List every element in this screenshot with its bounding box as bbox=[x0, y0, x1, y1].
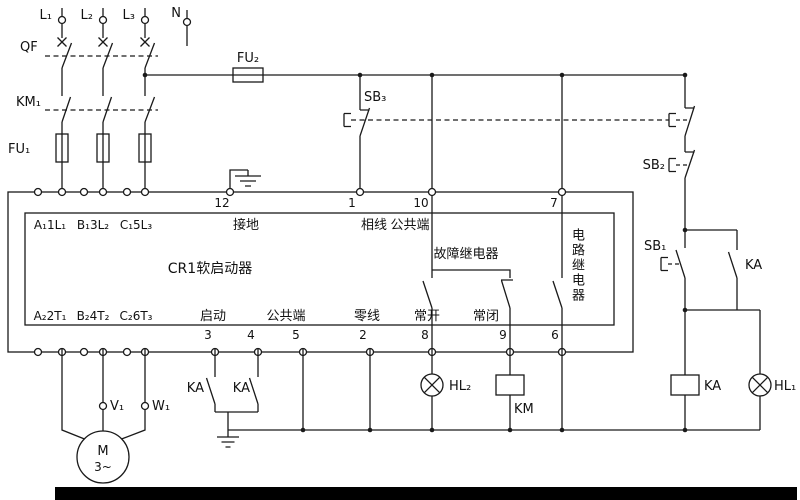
label-normally-open: 常开 bbox=[414, 309, 440, 324]
terminal-num-1: 1 bbox=[348, 196, 356, 210]
terminal-label-b1: B₁3L₂ bbox=[77, 218, 109, 232]
km1-contactor bbox=[45, 96, 158, 189]
hl2-lamp bbox=[420, 348, 444, 430]
qf-breaker bbox=[45, 37, 158, 96]
label-common-bottom: 公共端 bbox=[266, 309, 305, 324]
bottom-bar bbox=[55, 487, 797, 500]
label-v1: V₁ bbox=[110, 399, 124, 414]
label-phase: 相线 bbox=[361, 218, 387, 233]
earth-symbol-top bbox=[229, 169, 261, 189]
ka-start-contacts bbox=[205, 348, 259, 430]
terminal-num-4: 4 bbox=[247, 328, 255, 342]
top-terminal-circles bbox=[33, 187, 567, 197]
terminal-num-9: 9 bbox=[499, 328, 507, 342]
label-fu2: FU₂ bbox=[237, 51, 259, 66]
terminal-label-c1: C₁5L₃ bbox=[120, 218, 153, 232]
label-hl1: HL₁ bbox=[774, 379, 796, 394]
fu1-fuses bbox=[55, 133, 152, 163]
label-l3: L₃ bbox=[123, 8, 135, 23]
pushbutton-actuators bbox=[660, 112, 676, 272]
circuit-relay-contact bbox=[552, 195, 563, 349]
terminal-num-7: 7 bbox=[550, 196, 558, 210]
label-qf: QF bbox=[20, 40, 38, 55]
terminal-num-6: 6 bbox=[551, 328, 559, 342]
label-start: 启动 bbox=[200, 309, 226, 324]
terminal-num-5: 5 bbox=[292, 328, 300, 342]
label-l2: L₂ bbox=[81, 8, 93, 23]
terminal-label-a2: A₂2T₁ bbox=[34, 309, 67, 323]
terminal-label-a1: A₁1L₁ bbox=[34, 218, 66, 232]
terminal-num-12: 12 bbox=[214, 196, 229, 210]
fu2-fuse-and-phase-bus bbox=[145, 67, 685, 83]
label-common-top: 公共端 bbox=[390, 218, 429, 233]
label-ka-start-1: KA bbox=[187, 381, 204, 396]
neutral-bus-and-earth bbox=[217, 348, 760, 448]
label-ka-start-2: KA bbox=[233, 381, 250, 396]
label-fu1: FU₁ bbox=[8, 142, 30, 157]
sb3-stop-button bbox=[343, 75, 669, 189]
motor-circuit bbox=[61, 348, 150, 484]
right-control-branch bbox=[660, 75, 772, 430]
terminal-num-3: 3 bbox=[204, 328, 212, 342]
motor-circle bbox=[76, 430, 130, 484]
label-sb2: SB₂ bbox=[643, 158, 665, 173]
label-km-coil: KM bbox=[514, 402, 534, 417]
km-coil bbox=[495, 348, 525, 430]
terminal-num-10: 10 bbox=[413, 196, 428, 210]
fault-relay-contacts bbox=[422, 195, 513, 349]
label-l1: L₁ bbox=[40, 8, 52, 23]
label-normally-closed: 常闭 bbox=[473, 309, 499, 324]
label-ka-parallel: KA bbox=[745, 258, 762, 273]
terminal-num-8: 8 bbox=[421, 328, 429, 342]
terminal-label-b2: B₂4T₂ bbox=[77, 309, 110, 323]
label-w1: W₁ bbox=[152, 399, 170, 414]
label-neutral: 零线 bbox=[354, 309, 380, 324]
label-circuit-relay: 电路继电器 bbox=[569, 228, 584, 303]
motor-m: M bbox=[97, 444, 108, 459]
label-ka-coil: KA bbox=[704, 379, 721, 394]
supply-lines bbox=[57, 8, 192, 46]
ka-coil-rect bbox=[670, 374, 700, 396]
label-ground: 接地 bbox=[233, 217, 259, 233]
label-n: N bbox=[171, 6, 181, 21]
label-sb3: SB₃ bbox=[364, 90, 386, 105]
terminal-label-c2: C₂6T₃ bbox=[120, 309, 153, 323]
motor-phase: 3~ bbox=[94, 460, 112, 474]
starter-box bbox=[7, 187, 634, 357]
junction-dots bbox=[142, 72, 688, 433]
label-km1: KM₁ bbox=[16, 95, 41, 110]
starter-title: CR1软启动器 bbox=[168, 261, 252, 277]
label-fault-relay: 故障继电器 bbox=[433, 247, 498, 262]
terminal-num-2: 2 bbox=[359, 328, 367, 342]
label-sb1: SB₁ bbox=[644, 239, 666, 254]
label-hl2: HL₂ bbox=[449, 379, 471, 394]
